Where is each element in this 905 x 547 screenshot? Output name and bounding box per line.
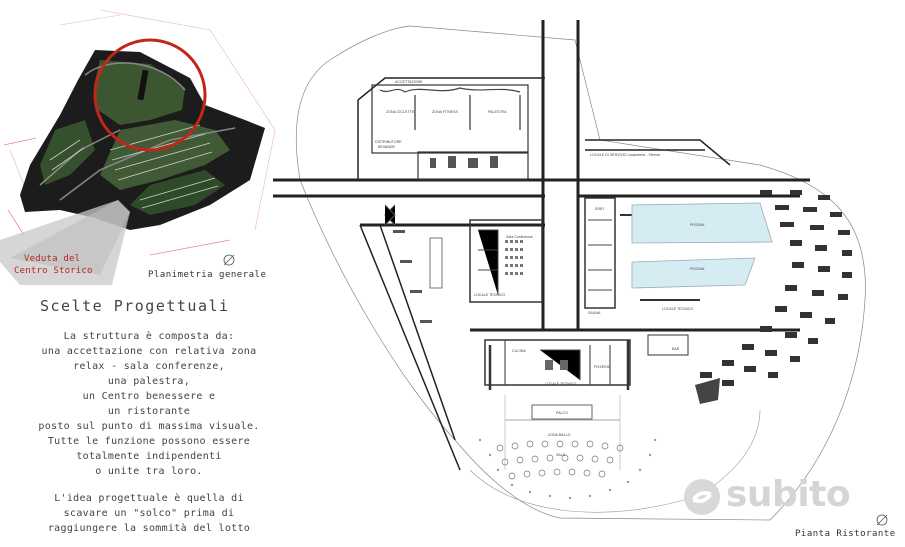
subito-logo-icon [684, 479, 720, 515]
project-idea: L'idea progettuale è quella di scavare u… [20, 491, 278, 536]
plan-label-pizzeria: PIZZERIA [594, 365, 611, 369]
description-line: Tutte le funzione possono essere [47, 436, 251, 447]
plan-label-locale-tecnico-1: LOCALE TECNICO [474, 293, 505, 297]
description-line: un Centro benessere e [82, 391, 216, 402]
plan-label-zona-ciclette: ZONA CICLETTE [386, 110, 415, 114]
plan-label-palestra: PALESTRA [488, 110, 507, 114]
plan-label-palco: PALCO [556, 411, 568, 415]
description-line: un ristorante [107, 406, 191, 417]
plan-label-distributore: DISTRIBUTORE [375, 140, 402, 144]
idea-line: L'idea progettuale è quella di [54, 493, 244, 504]
plan-label-locale-servizio: LOCALE DI SERVIZIO Lavanderia - Stireria [590, 153, 660, 157]
description-line: La struttura è composta da: [63, 331, 235, 342]
description-line: o unite tra loro. [95, 466, 203, 477]
plan-label-accettazione: ACCETTAZIONE [395, 80, 423, 84]
idea-line: raggiungere la sommità del lotto [47, 523, 251, 534]
description-line: totalmente indipendenti [76, 451, 222, 462]
plan-label-cucina: CUCINA [512, 349, 526, 353]
view-caption-line2: Centro Storico [14, 266, 93, 276]
site-plan-label: Planimetria generale [148, 270, 267, 280]
plan-label-zona-fitness: ZONA FITNESS [432, 110, 459, 114]
aerial-site-plan [0, 9, 276, 285]
floor-plan-label: Pianta Ristorante [795, 529, 896, 539]
restaurant-floor-plan: ACCETTAZIONE ZONA CICLETTE ZONA FITNESS … [273, 20, 866, 521]
description-line: posto sul punto di massima visuale. [38, 421, 260, 432]
plan-label-locale-tecnico-3: LOCALE TECNICO [545, 382, 576, 386]
plan-label-zona-ballo: ZONA BALLO [548, 433, 571, 437]
north-arrow-icon [222, 253, 236, 267]
description-line: una palestra, [107, 376, 191, 387]
idea-line: scavare un "solco" prima di [63, 508, 235, 519]
plan-label-bevande: BEVANDE [378, 145, 396, 149]
north-arrow-icon [875, 513, 889, 527]
plan-label-sala: SALA [556, 453, 566, 457]
watermark-text: subito [726, 474, 851, 515]
plan-label-sauna: SAUNA [588, 311, 601, 315]
view-caption: Veduta del Centro Storico [14, 253, 124, 277]
section-title: Scelte Progettuali [40, 297, 230, 315]
plan-label-locale-tecnico-2: LOCALE TECNICO [662, 307, 693, 311]
plan-label-piscina-1: PISCINA [690, 223, 705, 227]
plan-label-sala-conferenze: Sala Conferenze [506, 235, 533, 239]
description-line: relax - sala conferenze, [73, 361, 225, 372]
project-description: La struttura è composta da: una accettaz… [20, 329, 278, 479]
plan-label-idro: IDRO [595, 207, 604, 211]
plan-label-bar: BAR [672, 347, 680, 351]
view-caption-line1: Veduta del [24, 254, 81, 264]
description-line: una accettazione con relativa zona [41, 346, 257, 357]
plan-label-piscina-2: PISCINA [690, 267, 705, 271]
